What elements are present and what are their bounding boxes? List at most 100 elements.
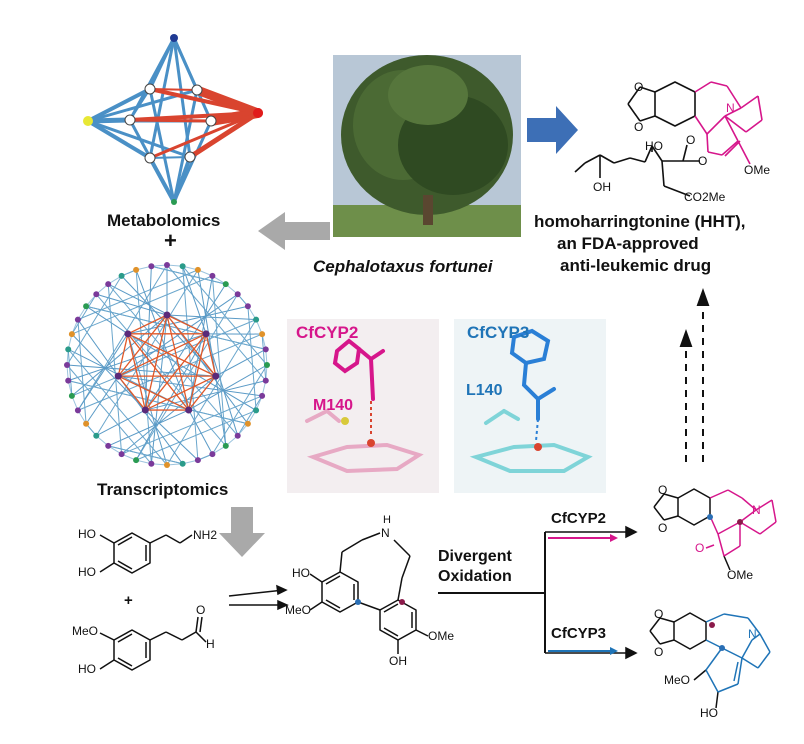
network-edge [188,364,268,411]
network-node [244,420,251,427]
network-edge [121,375,217,455]
network-node [194,457,201,464]
network-edge [166,314,207,335]
atom-o-aldehyde: O [196,603,206,617]
network-edge [188,333,207,411]
arrow-down-gray [219,507,265,557]
network-edge [85,375,119,425]
network-edge [68,380,249,425]
network-edge [135,294,239,461]
network-edge [117,333,207,377]
network-node [133,457,140,464]
network-edge [151,265,226,285]
network-node [222,281,229,288]
network-edge [247,306,257,411]
network-node [68,392,75,399]
atom-nh2: NH2 [193,528,218,542]
cyp3-docking-panel [454,319,606,493]
atom-oh-hht: OH [593,180,611,194]
atom-n-int: N [381,526,390,540]
network-edge [150,314,168,464]
network-node [164,262,170,268]
cyp2-docking-illustration [305,338,424,474]
network-edge [77,319,87,424]
hht-name-line1: homoharringtonine (HHT), [534,212,746,231]
atom-o-ester: O [686,133,696,147]
atom-o-link: O [698,154,708,168]
l140-label: L140 [466,382,503,399]
network-edge [127,333,146,411]
network-node [262,346,269,353]
network-node [164,462,170,468]
species-label: Cephalotaxus fortunei [313,257,493,276]
network-node [253,407,260,414]
network-node [133,266,140,273]
network-node [148,263,155,270]
network-node [74,316,81,323]
atom-ho-2: HO [78,565,96,579]
dopamine-structure [99,532,193,574]
atom-n-cyp3: N [748,627,757,641]
network-edge [117,314,168,377]
atom-ho-int: HO [292,566,310,580]
cyp2-docking-panel [287,319,439,493]
network-node [118,451,125,458]
plus-label: + [164,228,177,253]
network-node [222,442,229,449]
network-edge [182,266,207,334]
network-edge [127,333,257,411]
plant-photo [333,55,521,237]
metabolomics-label: Metabolomics [107,211,221,230]
network-edge [205,333,239,436]
branch-color-arrows [548,534,618,655]
network-node [105,442,112,449]
network-edge [67,349,73,396]
intermediate-structure [309,532,429,654]
network-edge [85,305,129,335]
network-node [244,303,251,310]
atom-meo-1: MeO [72,624,99,638]
network-edge [166,314,217,377]
network-edge [205,333,217,377]
network-edge [108,445,183,465]
network-edge [71,314,168,397]
network-edge [95,293,227,447]
atom-ome-int: OMe [428,629,455,643]
network-edge [127,314,168,335]
network-node [74,407,81,414]
network-edge [166,314,190,411]
metabolomics-network [83,34,263,205]
network-hub-node [141,406,149,414]
network-node [83,303,90,310]
atom-o-cyp2-2: O [658,521,668,535]
network-edge [66,364,216,377]
network-edge [237,395,263,436]
atom-h-int: H [383,514,391,526]
network-hub-node [185,406,193,414]
transcriptomics-network [64,262,270,468]
hht-name-line3: anti-leukemic drug [560,256,712,275]
network-node [65,346,72,353]
atom-ho-1: HO [78,527,96,541]
network-edge [85,305,266,350]
network-node [194,266,201,273]
atom-ome-hht: OMe [744,163,771,177]
atom-meo-int: MeO [285,603,312,617]
network-node [259,392,266,399]
aldehyde-structure [99,616,207,671]
atom-o-cyp2-1: O [658,483,668,497]
plus-small-label: + [124,592,133,609]
network-edge [66,275,123,366]
atom-o-cyp3-1: O [654,607,664,621]
network-node [93,432,100,439]
atom-n-cyp2: N [752,503,761,517]
atom-n-hht: N [726,101,735,115]
network-edge [107,284,123,455]
network-edge [71,294,97,335]
network-node [148,460,155,467]
network-node [179,263,186,270]
atom-ho-cyp3: HO [700,706,718,720]
network-edge [144,409,199,461]
network-hub-node [114,372,122,380]
